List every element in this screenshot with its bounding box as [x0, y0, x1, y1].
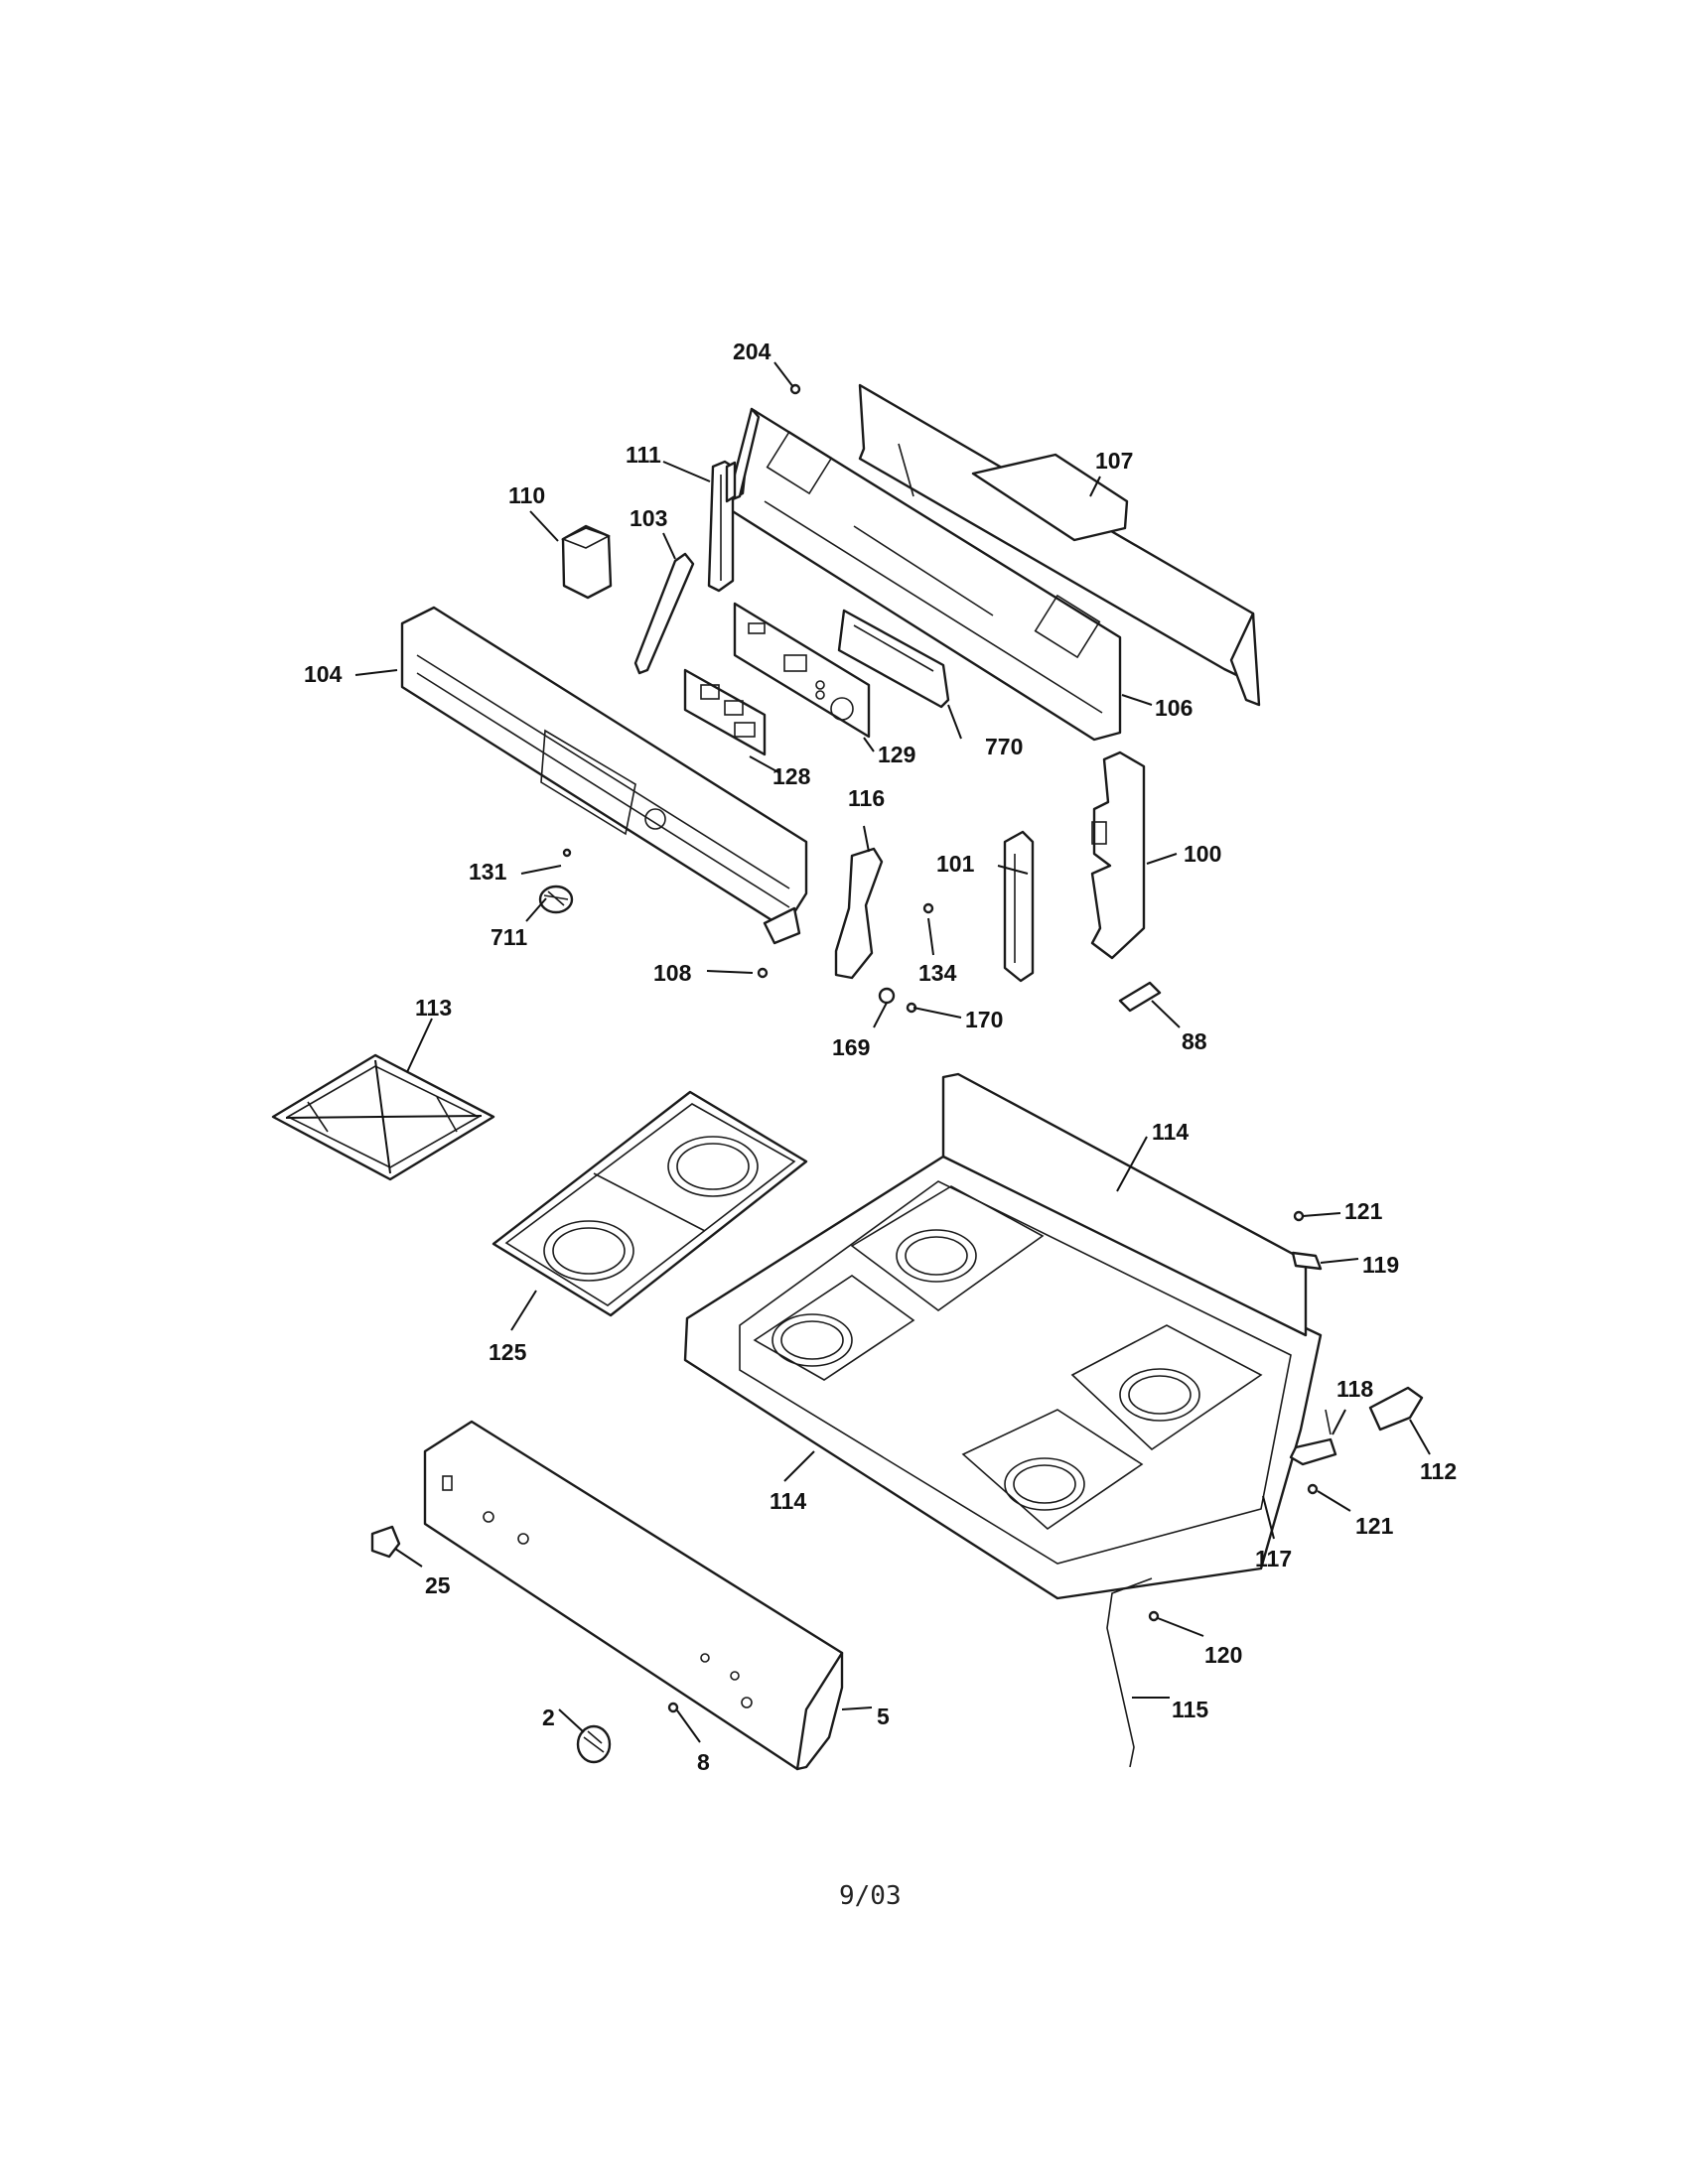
label-169: 169: [832, 1034, 870, 1060]
clock-module-129: [733, 602, 871, 739]
hinge-118: [1289, 1409, 1337, 1466]
label-131: 131: [469, 859, 507, 885]
label-25: 25: [425, 1572, 451, 1598]
label-101: 101: [936, 851, 975, 877]
label-121-top: 121: [1344, 1198, 1383, 1224]
label-120: 120: [1204, 1642, 1242, 1668]
label-121-bottom: 121: [1355, 1513, 1394, 1539]
label-114-bottom: 114: [770, 1488, 806, 1514]
tube-103: [633, 552, 695, 675]
leader-lines: [354, 361, 1431, 1743]
bracket-101: [1003, 830, 1035, 983]
label-110: 110: [508, 482, 545, 508]
label-113: 113: [415, 995, 452, 1021]
knob-2: [576, 1724, 612, 1764]
top-cover-107: [858, 383, 1261, 707]
label-134: 134: [918, 960, 957, 986]
igniter-112: [1368, 1386, 1424, 1432]
label-118: 118: [1336, 1376, 1373, 1402]
label-128: 128: [772, 763, 811, 789]
rear-panel-106: [726, 407, 1122, 742]
label-112: 112: [1420, 1458, 1457, 1484]
part-labels: 204 111 110 103 107 104 106 128 129 770 …: [304, 339, 1457, 1775]
label-106: 106: [1155, 695, 1193, 721]
label-115: 115: [1172, 1697, 1208, 1722]
label-111: 111: [626, 442, 661, 468]
rod-115: [1106, 1577, 1153, 1768]
label-114-top: 114: [1152, 1119, 1189, 1145]
label-204: 204: [733, 339, 772, 364]
grate-113: [271, 1053, 495, 1181]
label-129: 129: [878, 742, 915, 767]
label-2: 2: [542, 1705, 555, 1730]
hinge-119: [1291, 1251, 1323, 1271]
control-board-770: [837, 609, 950, 709]
label-117: 117: [1255, 1546, 1292, 1571]
label-770: 770: [985, 734, 1023, 759]
label-170: 170: [965, 1007, 1003, 1032]
clip-88: [1118, 981, 1162, 1013]
side-bracket-111: [707, 460, 737, 593]
label-107: 107: [1095, 448, 1133, 474]
label-88: 88: [1182, 1028, 1207, 1054]
manifold-panel-5: [423, 1420, 844, 1771]
side-panel-100: [1090, 751, 1146, 960]
small-hardware: [538, 383, 1319, 1713]
control-panel-104: [400, 606, 808, 945]
endcap-116: [834, 847, 884, 980]
label-104: 104: [304, 661, 343, 687]
label-119: 119: [1362, 1252, 1399, 1278]
burner-tray-125: [491, 1090, 808, 1317]
label-116: 116: [848, 785, 885, 811]
overlay-128: [683, 668, 767, 756]
revision-date: 9/03: [839, 1881, 902, 1911]
label-125: 125: [489, 1339, 527, 1365]
label-103: 103: [630, 505, 667, 531]
label-108: 108: [653, 960, 692, 986]
label-8: 8: [697, 1749, 710, 1775]
label-5: 5: [877, 1704, 890, 1729]
main-top-114: [683, 1072, 1323, 1600]
valve-25: [370, 1525, 401, 1559]
label-100: 100: [1184, 841, 1221, 867]
label-711: 711: [491, 924, 527, 950]
igniter-switch-110: [560, 524, 613, 600]
